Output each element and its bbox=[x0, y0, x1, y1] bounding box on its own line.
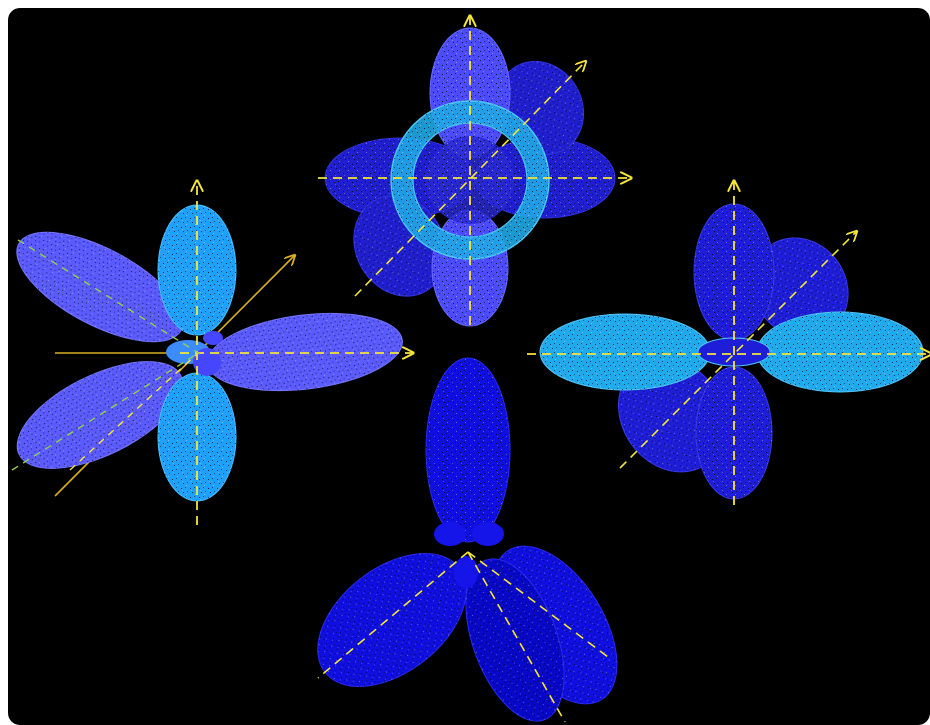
bottom-lobe-top bbox=[426, 358, 510, 542]
right-lobe-bottom bbox=[696, 367, 772, 499]
right-lobe-left bbox=[540, 314, 710, 390]
left-lobe-bottom bbox=[158, 373, 236, 501]
right-lobe-right bbox=[757, 312, 923, 392]
